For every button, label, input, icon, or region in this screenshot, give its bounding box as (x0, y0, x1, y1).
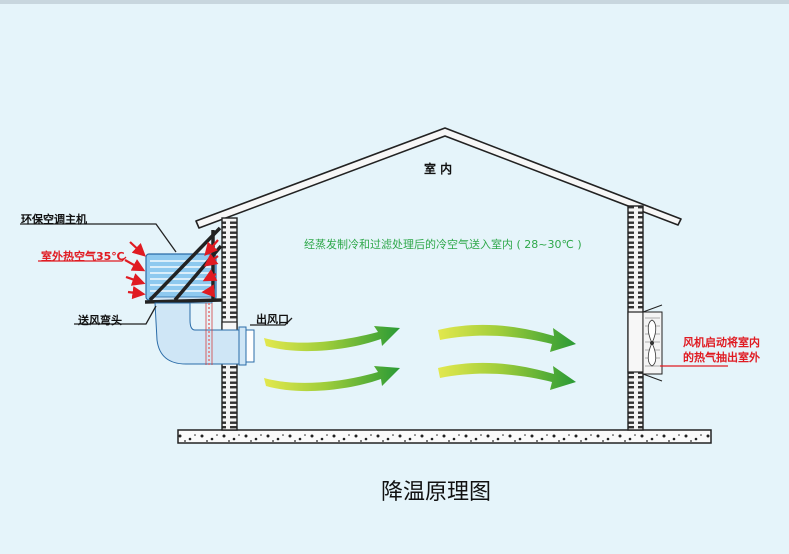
cool-air-flow-arrows (264, 324, 576, 392)
floor-slab (177, 429, 712, 444)
supply-duct-elbow (154, 302, 255, 366)
label-fan-line2: 的热气抽出室外 (683, 351, 760, 364)
top-border (0, 0, 789, 4)
right-wall (627, 205, 644, 431)
cool-air-arrow (264, 326, 400, 352)
cool-air-arrow (264, 366, 400, 392)
hot-air-arrows (124, 239, 219, 300)
label-cooling-process: 经蒸发制冷和过滤处理后的冷空气送入室内 ( 28~30℃ ) (304, 238, 582, 251)
exhaust-fan (642, 304, 663, 382)
left-wall (221, 217, 238, 431)
label-elbow: 送风弯头 (78, 314, 122, 327)
label-outlet: 出风口 (256, 313, 289, 326)
label-indoor: 室 内 (424, 162, 453, 176)
label-fan-line1: 风机启动将室内 (683, 336, 760, 349)
roof (195, 127, 682, 229)
cool-air-arrow (438, 324, 576, 352)
leader-lines (20, 223, 728, 367)
label-hot-air: 室外热空气35℃ (41, 250, 125, 263)
cool-air-arrow (438, 362, 576, 390)
diagram-caption: 降温原理图 (381, 480, 492, 505)
label-ac-unit: 环保空调主机 (21, 213, 87, 226)
